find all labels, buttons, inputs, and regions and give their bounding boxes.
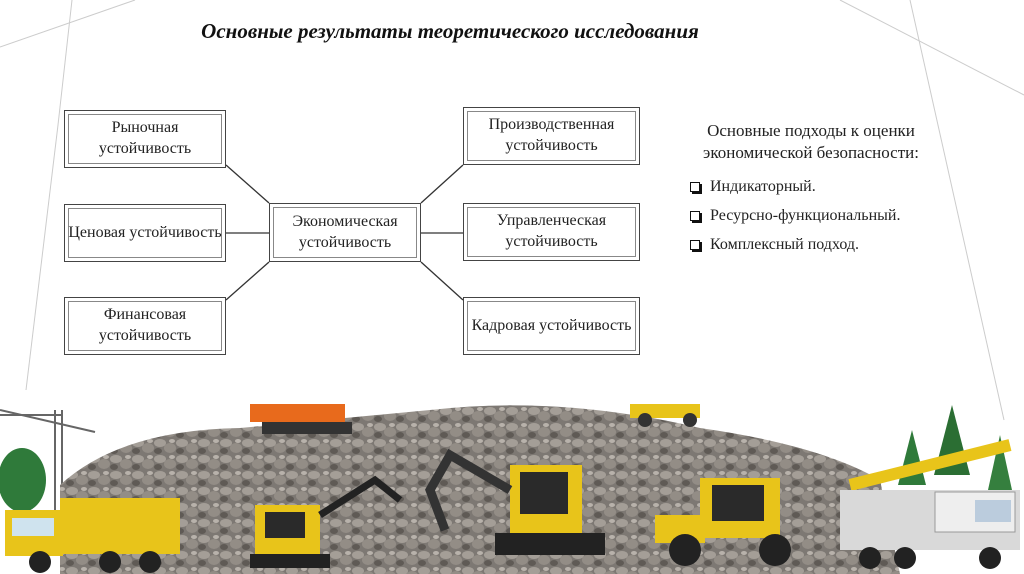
wheel-loader-icon — [655, 478, 791, 566]
node-personnel-stability: Кадровая устойчивость — [463, 297, 640, 355]
list-item: Индикаторный. — [690, 178, 946, 196]
node-economic-stability: Экономическая устойчивость — [269, 203, 421, 262]
mini-excavator-icon — [250, 475, 403, 568]
list-item: Комплексный подход. — [690, 236, 946, 254]
excavator-icon — [425, 448, 605, 555]
page-title: Основные результаты теоретического иссле… — [201, 19, 699, 43]
list-item-label: Комплексный подход. — [710, 235, 860, 253]
approaches-block: Основные подходы к оценки экономической … — [676, 120, 946, 265]
construction-scene-illustration — [0, 404, 1020, 574]
list-item-label: Индикаторный. — [710, 177, 816, 195]
node-financial-stability: Финансовая устойчивость — [64, 297, 226, 355]
orange-excavator-icon — [250, 404, 352, 434]
node-management-stability: Управленческая устойчивость — [463, 203, 640, 261]
checkbox-bullet-icon — [690, 210, 700, 221]
node-market-stability: Рыночная устойчивость — [64, 110, 226, 168]
checkbox-bullet-icon — [690, 239, 700, 250]
node-price-stability: Ценовая устойчивость — [64, 204, 226, 262]
dump-truck-icon — [5, 498, 180, 573]
list-item-label: Ресурсно-функциональный. — [710, 206, 901, 224]
node-production-stability: Производственная устойчивость — [463, 107, 640, 165]
list-item: Ресурсно-функциональный. — [690, 207, 946, 225]
checkbox-bullet-icon — [690, 181, 700, 192]
approaches-list: Индикаторный. Ресурсно-функциональный. К… — [676, 178, 946, 254]
approaches-heading: Основные подходы к оценки экономической … — [703, 121, 919, 162]
crane-truck-icon — [840, 439, 1020, 569]
road-roller-icon — [630, 404, 700, 427]
